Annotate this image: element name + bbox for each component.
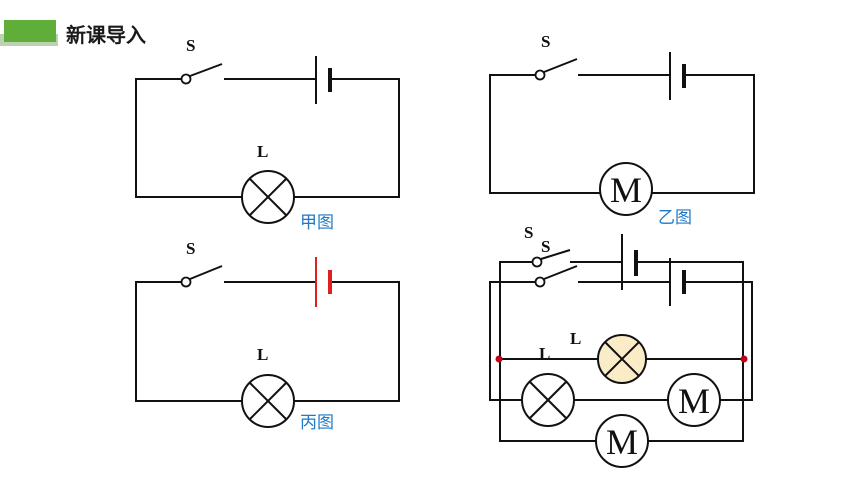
motor-label: M [610,170,642,210]
switch-2 [534,265,578,288]
wire [489,74,600,194]
circuit-yi: M S 乙图 [489,32,755,228]
motor-label: M [606,422,638,462]
motor-2: M [595,414,649,468]
lamp-label: L [257,345,268,364]
wire [294,281,400,402]
wire [684,281,753,401]
junction-dot [495,355,503,363]
battery [669,52,686,100]
wire [135,281,242,402]
battery [315,56,332,104]
wire [135,78,242,198]
switch [180,63,223,85]
switch-label: S [524,223,533,242]
battery-2 [669,258,686,306]
switch [534,58,578,81]
lamp-2 [521,373,575,427]
circuit-ding: M M S S L L [489,223,753,468]
lamp [241,374,295,428]
battery-1 [621,234,638,290]
motor-label: M [678,381,710,421]
switch-1 [531,249,571,268]
switch [180,265,223,288]
lamp-1 [597,334,647,384]
diagram-caption: 甲图 [300,213,334,233]
diagram-caption: 丙图 [300,413,334,433]
lamp-label: L [539,344,550,363]
switch-label: S [186,36,195,55]
diagram-caption: 乙图 [658,208,692,228]
switch-label: S [186,239,195,258]
switch-label: S [541,32,550,51]
motor: M [599,162,653,216]
battery [315,257,332,307]
junction-dot [740,355,748,363]
wire [499,261,596,442]
wire [294,78,400,198]
wire [489,281,540,401]
switch-label: S [541,237,550,256]
header-title: 新课导入 [66,23,146,47]
motor-1: M [667,373,721,427]
lamp-label: L [257,142,268,161]
header-accent-bar [4,20,56,42]
wire [652,74,755,194]
lamp [241,170,295,224]
circuit-bing: S L 丙图 [135,239,400,433]
lamp-label: L [570,329,581,348]
circuit-jia: S L 甲图 [135,36,400,233]
wire [636,261,744,442]
